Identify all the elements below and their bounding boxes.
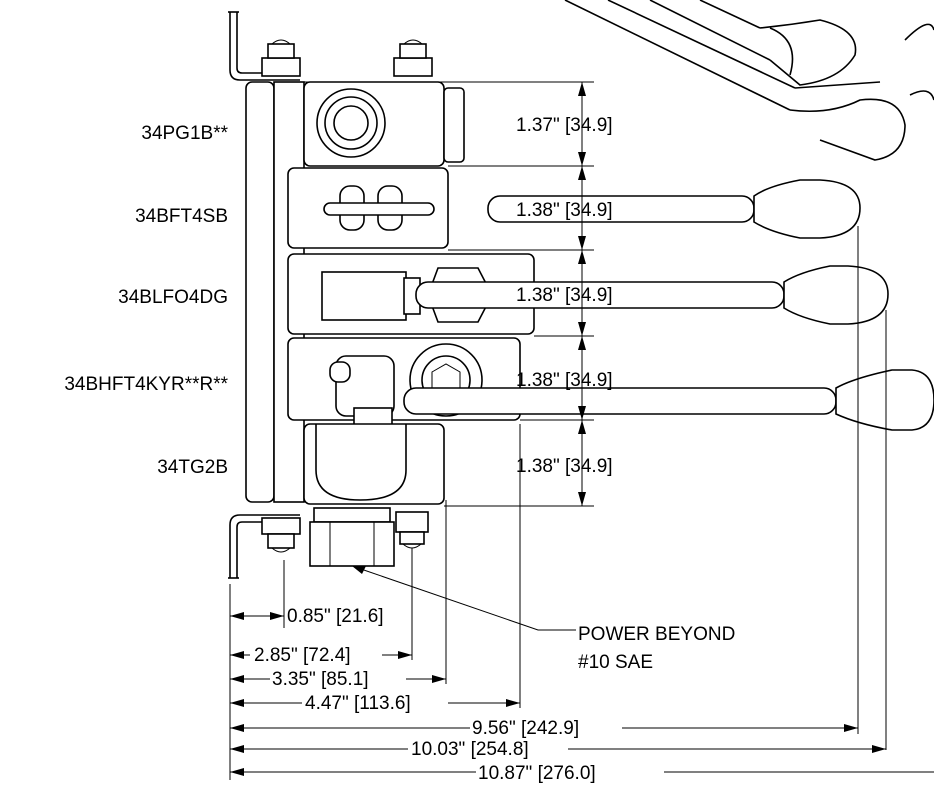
dim-h-7: 10.87" [276.0] — [478, 763, 596, 784]
dim-v-4: 1.38" [34.9] — [516, 370, 613, 391]
callout-line-2: #10 SAE — [578, 652, 653, 673]
section-labels: 34PG1B** 34BFT4SB 34BLFO4DG 34BHFT4KYR**… — [64, 123, 228, 478]
dim-h-6: 10.03" [254.8] — [411, 739, 529, 760]
upper-levers-sketch — [564, 0, 934, 161]
power-beyond-callout: POWER BEYOND #10 SAE — [352, 566, 735, 673]
label-34BFT4SB: 34BFT4SB — [135, 206, 228, 227]
horizontal-dimensions: 0.85" [21.6] 2.85" [72.4] 3.35" [85.1] 4… — [229, 226, 934, 784]
lever-handles — [403, 179, 934, 431]
dim-v-2: 1.38" [34.9] — [516, 200, 613, 221]
dim-h-2: 2.85" [72.4] — [254, 645, 351, 666]
callout-line-1: POWER BEYOND — [578, 624, 735, 645]
valve-body — [228, 11, 535, 579]
dim-h-3: 3.35" [85.1] — [272, 669, 369, 690]
dim-h-5: 9.56" [242.9] — [472, 718, 579, 739]
dim-v-5: 1.38" [34.9] — [516, 456, 613, 477]
dim-v-3: 1.38" [34.9] — [516, 285, 613, 306]
label-34BLFO4DG: 34BLFO4DG — [118, 287, 228, 308]
dim-v-1: 1.37" [34.9] — [516, 115, 613, 136]
dim-h-4: 4.47" [113.6] — [305, 693, 411, 714]
label-34PG1B: 34PG1B** — [141, 123, 228, 144]
label-34BHFT4KYR: 34BHFT4KYR**R** — [64, 374, 228, 395]
dim-h-1: 0.85" [21.6] — [287, 606, 384, 627]
vertical-dimensions: 1.37" [34.9] 1.38" [34.9] 1.38" [34.9] 1… — [304, 81, 613, 507]
label-34TG2B: 34TG2B — [157, 457, 228, 478]
